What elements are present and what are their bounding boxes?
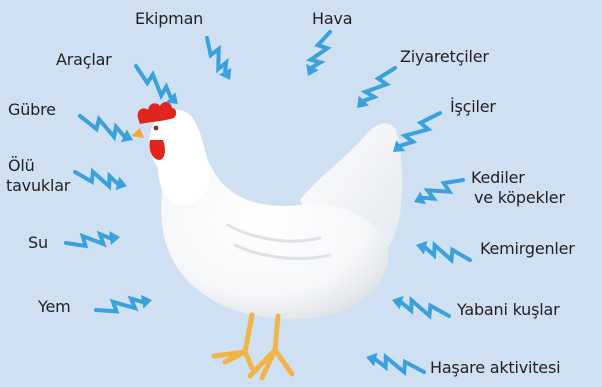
arrow-hava [306, 32, 330, 76]
label-kediler-line1: Kediler [471, 168, 525, 187]
label-su: Su [28, 233, 48, 252]
label-olu-tavuklar-line1: Ölü [8, 156, 35, 175]
label-olu-tavuklar-line2: tavuklar [6, 176, 70, 195]
arrow-isciler [393, 113, 440, 152]
arrow-gubre [80, 116, 133, 142]
label-isciler: İşçiler [450, 97, 496, 116]
arrow-hasare [366, 353, 424, 372]
arrow-ekipman [207, 38, 231, 80]
arrow-kemirgenler [416, 241, 470, 260]
arrow-ziyaretciler [357, 68, 395, 108]
label-hava: Hava [312, 9, 352, 28]
label-ekipman: Ekipman [135, 9, 203, 28]
label-yabani-kuslar: Yabani kuşlar [457, 300, 560, 319]
arrow-yabani-kuslar [392, 296, 449, 316]
label-gubre: Gübre [8, 100, 56, 119]
arrow-olu-tavuklar [75, 172, 127, 191]
label-yem: Yem [38, 297, 70, 316]
label-araclar: Araçlar [56, 50, 112, 69]
label-kediler-line2: ve köpekler [474, 188, 565, 207]
label-hasare-aktivitesi: Haşare aktivitesi [430, 358, 560, 377]
arrow-yem [96, 295, 152, 312]
arrow-kediler [414, 180, 463, 204]
label-kemirgenler: Kemirgenler [480, 239, 575, 258]
label-ziyaretciler: Ziyaretçiler [400, 47, 489, 66]
arrow-araclar [136, 66, 178, 104]
arrow-su [66, 231, 120, 246]
